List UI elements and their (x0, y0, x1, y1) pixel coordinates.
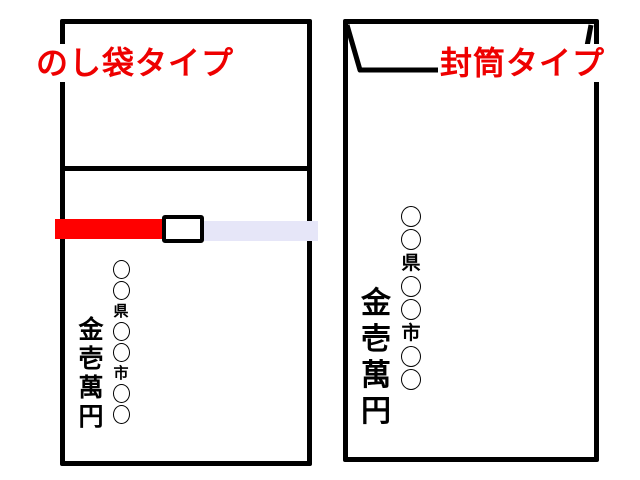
address-circle (112, 281, 130, 300)
address-circle (401, 206, 421, 227)
fuutou-envelope (343, 19, 599, 462)
noshi-fold-divider (60, 166, 312, 171)
address-prefecture-char: 県 (113, 302, 129, 320)
address-city-char: 市 (401, 322, 421, 344)
address-circle (112, 384, 130, 403)
amount-char-man: 萬 (78, 373, 104, 402)
amount-char-ichi: 壱 (78, 344, 104, 373)
address-prefecture-char: 県 (401, 252, 421, 274)
amount-char-kin: 金 (78, 315, 104, 344)
mizuhiki-knot (162, 215, 204, 243)
noshi-address-column: 県 市 (111, 259, 131, 425)
fuutou-title: 封筒タイプ (438, 44, 608, 82)
address-circle (401, 229, 421, 250)
address-circle (401, 276, 421, 297)
amount-char-man: 萬 (361, 358, 391, 393)
noshi-title: のし袋タイプ (34, 44, 237, 82)
address-circle (401, 346, 421, 367)
mizuhiki-light-band (202, 221, 318, 241)
address-circle (112, 322, 130, 341)
address-city-char: 市 (113, 364, 129, 382)
amount-char-kin: 金 (361, 286, 391, 321)
fuutou-amount-column: 金 壱 萬 円 (358, 286, 394, 430)
noshi-amount-column: 金 壱 萬 円 (76, 315, 106, 431)
fuutou-address-column: 県 市 (399, 205, 423, 391)
amount-char-en: 円 (361, 394, 391, 429)
address-circle (112, 405, 130, 424)
amount-char-en: 円 (78, 402, 104, 431)
address-circle (112, 343, 130, 362)
amount-char-ichi: 壱 (361, 322, 391, 357)
address-circle (401, 299, 421, 320)
address-circle (112, 260, 130, 279)
mizuhiki-red-band (55, 219, 165, 239)
address-circle (401, 369, 421, 390)
